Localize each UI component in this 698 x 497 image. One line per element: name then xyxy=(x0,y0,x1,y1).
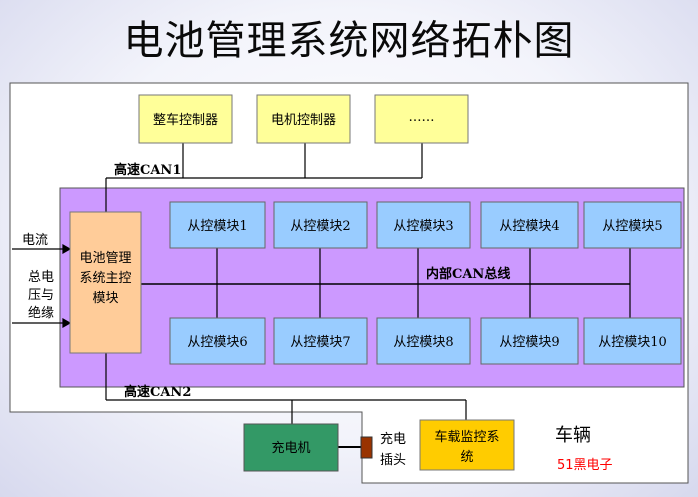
slave-module-label: 从控模块4 xyxy=(499,219,559,234)
monitor-line1: 车载监控系 xyxy=(434,429,499,445)
slave-module-bottom-5: 从控模块10 xyxy=(583,317,682,365)
slave-module-top-4: 从控模块4 xyxy=(480,201,579,249)
bms-main-controller: 电池管理 系统主控 模块 xyxy=(69,211,142,354)
slave-module-label: 从控模块8 xyxy=(393,335,453,350)
slave-module-label: 从控模块9 xyxy=(499,335,559,350)
can1-label: 高速CAN1 xyxy=(114,162,181,178)
slave-module-bottom-4: 从控模块9 xyxy=(480,317,579,365)
slave-module-bottom-2: 从控模块7 xyxy=(273,317,368,365)
charger: 充电机 xyxy=(243,423,339,472)
bms-main-line2: 系统主控 xyxy=(79,271,131,286)
controller-vehicle-label: 整车控制器 xyxy=(153,112,218,128)
slave-module-top-2: 从控模块2 xyxy=(273,201,368,249)
charge-plug-line2: 插头 xyxy=(380,453,406,468)
controller-other: …… xyxy=(374,94,469,144)
internal-bus-label: 内部CAN总线 xyxy=(426,266,510,282)
watermark-text: 51黑电子 xyxy=(557,458,613,473)
slave-module-top-5: 从控模块5 xyxy=(583,201,682,249)
slave-module-label: 从控模块10 xyxy=(598,335,667,350)
slave-modules: 从控模块1 从控模块2 从控模块3 从控模块4 从控模块5 从控模块6 从控模块7 从控模块8… xyxy=(169,201,682,365)
wiring xyxy=(105,143,631,448)
slave-module-top-1: 从控模块1 xyxy=(169,201,266,249)
input-voltage-line1: 总电 xyxy=(28,270,54,285)
input-arrows xyxy=(12,243,72,329)
controller-motor: 电机控制器 xyxy=(256,94,351,144)
input-voltage-line2: 压与 xyxy=(28,288,54,303)
slave-module-label: 从控模块6 xyxy=(187,335,247,350)
onboard-monitor: 车载监控系 统 xyxy=(419,419,515,471)
slave-module-label: 从控模块2 xyxy=(290,219,350,234)
slave-module-label: 从控模块5 xyxy=(602,219,662,234)
controller-motor-label: 电机控制器 xyxy=(271,113,336,128)
charge-plug-line1: 充电 xyxy=(380,431,406,447)
controller-dehu: 整车控制器 xyxy=(138,94,233,144)
input-current-label: 电流 xyxy=(22,233,48,248)
slave-module-bottom-3: 从控模块8 xyxy=(376,317,471,365)
charge-plug xyxy=(360,436,373,459)
controller-other-label: …… xyxy=(409,110,435,125)
input-voltage-line3: 绝缘 xyxy=(28,305,54,321)
charger-label: 充电机 xyxy=(271,440,310,456)
bms-main-line1: 电池管理 xyxy=(79,251,131,266)
bms-main-line3: 模块 xyxy=(92,291,118,306)
vehicle-label: 车辆 xyxy=(555,425,591,446)
page-title: 电池管理系统网络拓朴图 xyxy=(123,18,575,64)
battery-pack-panel xyxy=(59,187,685,388)
slave-module-label: 从控模块7 xyxy=(290,335,350,350)
slave-module-label: 从控模块1 xyxy=(187,219,247,234)
monitor-line2: 统 xyxy=(460,450,473,465)
can2-label: 高速CAN2 xyxy=(124,384,191,400)
slave-module-label: 从控模块3 xyxy=(393,219,453,234)
slave-module-top-3: 从控模块3 xyxy=(376,201,471,249)
slave-module-bottom-1: 从控模块6 xyxy=(169,317,266,365)
